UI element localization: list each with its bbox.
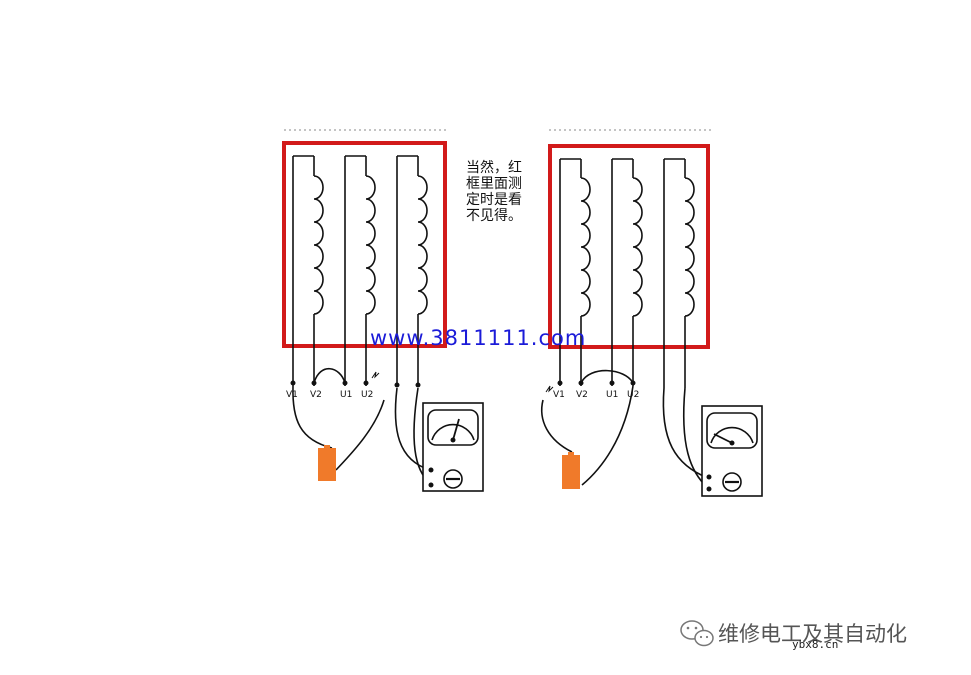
annotation-note: 当然，红框里面测定时是看不见得。	[466, 160, 522, 224]
left-test-setup	[282, 129, 484, 492]
wechat-icon	[680, 620, 714, 647]
right-battery-wire-2	[581, 385, 634, 486]
left-label-u2: U2	[361, 390, 374, 400]
right-probe-spark	[545, 385, 554, 393]
left-winding-2	[344, 155, 376, 386]
right-red-frame	[548, 144, 710, 349]
right-winding-1	[559, 158, 591, 386]
left-winding-1	[292, 155, 324, 386]
left-battery	[318, 448, 336, 481]
left-probe-spark	[371, 371, 380, 379]
right-label-v2: V2	[576, 390, 588, 400]
left-terminals	[290, 380, 421, 388]
right-terminals	[557, 380, 636, 386]
right-battery-wire-1	[541, 399, 573, 453]
account-watermark: 维修电工及其自动化	[676, 618, 907, 648]
right-meter	[701, 405, 763, 497]
left-red-frame	[282, 141, 447, 348]
right-winding-2	[611, 158, 643, 386]
right-test-setup	[541, 129, 763, 497]
right-meter-wire-1	[662, 387, 709, 479]
right-battery	[562, 455, 580, 489]
account-name: 维修电工及其自动化	[718, 622, 907, 646]
right-winding-3	[663, 158, 695, 388]
right-jumper-wire	[580, 369, 634, 384]
left-label-v2: V2	[310, 390, 322, 400]
website-watermark: www.3811111.com	[370, 326, 587, 350]
left-meter-wire-1	[394, 387, 431, 471]
left-winding-3	[396, 155, 428, 386]
left-meter	[422, 402, 484, 492]
left-battery-wire-2	[335, 399, 385, 471]
right-label-v1: V1	[553, 390, 565, 400]
left-battery-wire-1	[292, 385, 333, 449]
left-label-v1: V1	[286, 390, 298, 400]
right-label-u1: U1	[606, 390, 619, 400]
domain-watermark: ybx8.cn	[792, 638, 839, 651]
left-label-u1: U1	[340, 390, 353, 400]
right-label-u2: U2	[627, 390, 640, 400]
left-jumper-wire	[313, 367, 346, 384]
